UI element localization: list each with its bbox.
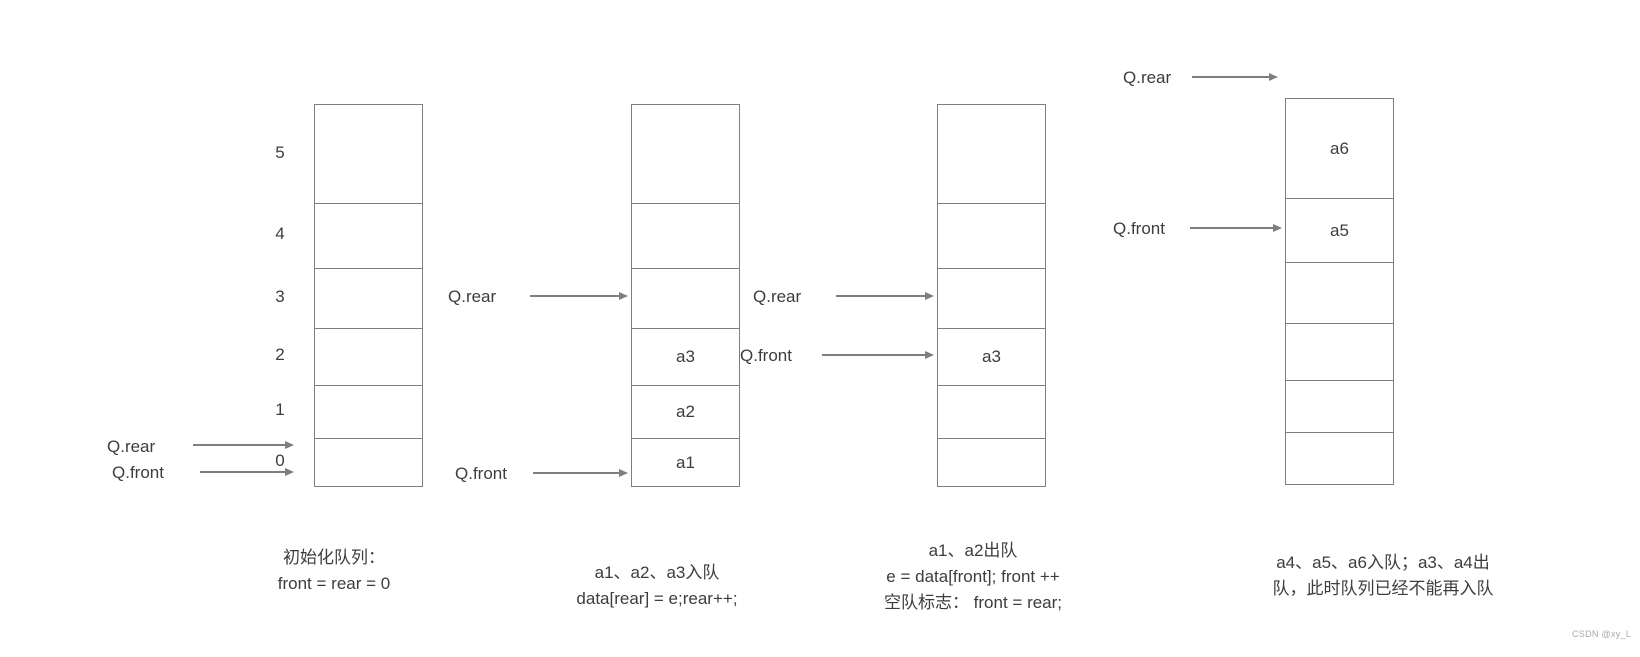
queue-cell: a2 xyxy=(632,385,739,438)
queue-array-step1 xyxy=(314,104,423,487)
q2-rear-pointer-label: Q.rear xyxy=(448,287,497,306)
queue-cell xyxy=(938,385,1045,438)
cell-value: a6 xyxy=(1330,138,1349,158)
q3-front-arrow-icon xyxy=(822,350,934,359)
index-label-1: 1 xyxy=(275,400,285,419)
watermark: CSDN @xy_L xyxy=(1572,629,1632,639)
queue-cell: a3 xyxy=(938,328,1045,385)
cell-value: a1 xyxy=(676,452,695,472)
q1-front-arrow-icon xyxy=(200,467,294,476)
q2-front-arrow-icon xyxy=(533,468,628,477)
caption-step1: 初始化队列： front = rear = 0 xyxy=(184,545,484,597)
q4-rear-pointer-label: Q.rear xyxy=(1123,68,1172,87)
queue-cell: a6 xyxy=(1286,99,1393,198)
q1-rear-arrow-icon xyxy=(193,440,294,449)
index-label-3: 3 xyxy=(275,287,285,306)
caption-step3: a1、a2出队 e = data[front]; front ++ 空队标志： … xyxy=(813,538,1133,616)
queue-cell xyxy=(315,328,422,385)
q2-front-pointer-label: Q.front xyxy=(455,464,507,483)
caption-line: 空队标志： front = rear; xyxy=(883,593,1063,612)
caption-line: a1、a2、a3入队 xyxy=(594,563,720,582)
queue-cell: a5 xyxy=(1286,198,1393,262)
queue-cell xyxy=(315,203,422,268)
queue-cell: a1 xyxy=(632,438,739,486)
caption-step4: a4、a5、a6入队；a3、a4出 队，此时队列已经不能再入队 xyxy=(1203,550,1563,602)
cell-value: a2 xyxy=(676,402,695,421)
cell-value: a3 xyxy=(676,347,695,366)
queue-cell xyxy=(938,203,1045,268)
q4-front-pointer-label: Q.front xyxy=(1113,219,1165,238)
caption-line: a1、a2出队 xyxy=(928,541,1018,560)
caption-step2: a1、a2、a3入队 data[rear] = e;rear++; xyxy=(497,560,817,612)
caption-line: front = rear = 0 xyxy=(277,574,391,593)
q3-rear-arrow-icon xyxy=(836,291,934,300)
caption-line: 队，此时队列已经不能再入队 xyxy=(1272,579,1494,598)
cell-value: a3 xyxy=(982,347,1001,366)
queue-cell xyxy=(632,268,739,328)
caption-line: data[rear] = e;rear++; xyxy=(576,589,738,608)
q1-front-pointer-label: Q.front xyxy=(112,463,164,482)
index-label-4: 4 xyxy=(275,224,285,243)
caption-line: 初始化队列： xyxy=(283,548,385,567)
queue-cell xyxy=(938,105,1045,203)
q4-rear-arrow-icon xyxy=(1192,72,1278,81)
queue-array-step2: a3 a2 a1 xyxy=(631,104,740,487)
q3-rear-pointer-label: Q.rear xyxy=(753,287,802,306)
queue-cell xyxy=(938,268,1045,328)
cell-value: a5 xyxy=(1330,220,1349,240)
caption-line: e = data[front]; front ++ xyxy=(886,567,1060,586)
queue-cell xyxy=(632,203,739,268)
queue-cell xyxy=(315,268,422,328)
queue-array-step4: a6 a5 xyxy=(1285,98,1394,485)
index-label-5: 5 xyxy=(275,143,285,162)
index-label-2: 2 xyxy=(275,345,285,364)
queue-cell xyxy=(1286,432,1393,484)
queue-cell: a3 xyxy=(632,328,739,385)
caption-line: a4、a5、a6入队；a3、a4出 xyxy=(1276,553,1490,572)
q2-rear-arrow-icon xyxy=(530,291,628,300)
queue-cell xyxy=(938,438,1045,486)
queue-cell xyxy=(315,105,422,203)
queue-cell xyxy=(315,385,422,438)
queue-array-step3: a3 xyxy=(937,104,1046,487)
queue-cell xyxy=(1286,262,1393,323)
queue-cell xyxy=(632,105,739,203)
q1-rear-pointer-label: Q.rear xyxy=(107,437,156,456)
queue-cell xyxy=(1286,323,1393,380)
q3-front-pointer-label: Q.front xyxy=(740,346,792,365)
index-label-0: 0 xyxy=(275,451,285,470)
queue-cell xyxy=(1286,380,1393,432)
q4-front-arrow-icon xyxy=(1190,223,1282,232)
queue-cell xyxy=(315,438,422,486)
